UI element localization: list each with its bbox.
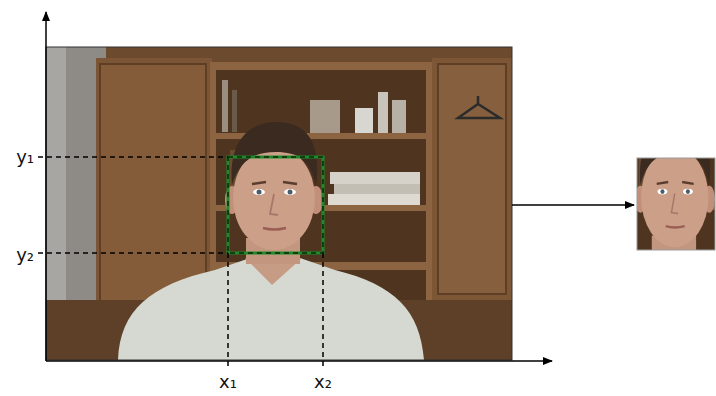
guide-lines [38,157,323,368]
face-crop [488,53,716,353]
axis-coordinate-label: x₂ [314,371,332,393]
face-crop-border [637,158,715,250]
axis-coordinate-label: y₁ [16,146,34,168]
y-axis [45,12,47,361]
face-box [228,157,323,253]
face-box-dash [228,157,323,253]
axis-coordinate-label: x₁ [219,371,237,393]
webcam-photo [46,47,512,360]
axis-coordinate-label: y₂ [16,244,34,266]
x-axis [46,360,552,362]
crop-arrow [512,204,634,206]
